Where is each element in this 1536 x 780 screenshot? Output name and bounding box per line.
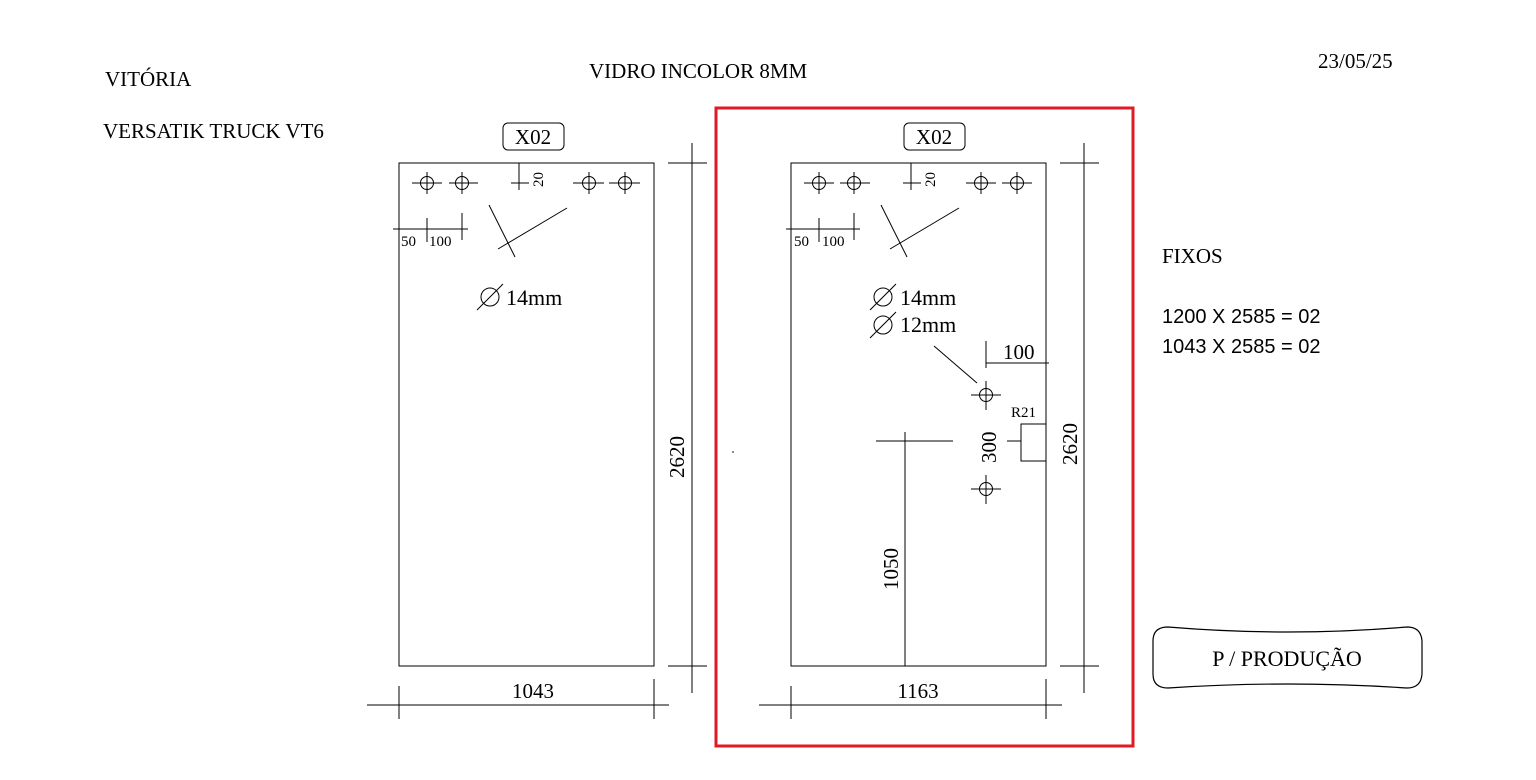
panel-left-hole-diameter: 14mm [506, 285, 562, 310]
fixed-panels-title: FIXOS [1162, 244, 1223, 268]
material-title: VIDRO INCOLOR 8MM [589, 59, 808, 83]
panel-right-offset-top: 20 [923, 172, 939, 187]
panel-left-height: 2620 [665, 436, 689, 478]
panel-right-lock-radius: R21 [1011, 405, 1036, 421]
diameter-icon [476, 283, 504, 311]
panel-left: X02 20 50 100 14mm [367, 122, 707, 719]
panel-left-offset-top: 20 [531, 172, 547, 187]
panel-left-qty-label: X02 [515, 125, 551, 149]
panel-left-qty-tag [502, 122, 565, 151]
panel-right-width: 1163 [897, 679, 938, 703]
panel-right-lock-spacing: 300 [977, 432, 1001, 464]
fixed-panels-list: FIXOS 1200 X 2585 = 02 1043 X 2585 = 02 [1162, 244, 1320, 358]
panel-right-hole-diameter-2: 12mm [900, 312, 956, 337]
model-name: VERSATIK TRUCK VT6 [103, 119, 324, 143]
panel-right-offset-edge: 50 [794, 234, 809, 250]
panel-right-holes [804, 172, 1032, 194]
panel-right-qty-tag [903, 122, 966, 151]
production-button[interactable]: P / PRODUÇÃO [1152, 626, 1423, 689]
panel-right-height: 2620 [1058, 423, 1082, 465]
stray-dot [732, 451, 734, 453]
fixed-panels-line-1: 1200 X 2585 = 02 [1162, 306, 1320, 328]
panel-right-notch [1020, 423, 1046, 462]
panel-right-outline [790, 162, 1047, 667]
client-name: VITÓRIA [105, 67, 192, 91]
panel-right-lock-offset: 100 [1003, 340, 1035, 364]
panel-right: X02 20 50 100 14mm [759, 122, 1099, 719]
production-button-label: P / PRODUÇÃO [1212, 646, 1362, 671]
diameter-icon [869, 283, 897, 311]
panel-right-hole-diameter-1: 14mm [900, 285, 956, 310]
panel-right-lock-height: 1050 [879, 548, 903, 590]
diameter-icon [869, 311, 897, 339]
order-date: 23/05/25 [1318, 49, 1393, 73]
panel-right-qty-label: X02 [916, 125, 952, 149]
panel-left-width: 1043 [512, 679, 554, 703]
panel-left-offset-edge: 50 [401, 234, 416, 250]
panel-left-offset-spacing: 100 [429, 234, 452, 250]
panel-left-holes [412, 172, 640, 194]
panel-right-lock-holes [971, 381, 1001, 504]
panel-right-offset-spacing: 100 [822, 234, 845, 250]
selection-highlight [714, 106, 1135, 748]
fixed-panels-line-2: 1043 X 2585 = 02 [1162, 336, 1320, 358]
panel-left-outline [398, 162, 655, 667]
